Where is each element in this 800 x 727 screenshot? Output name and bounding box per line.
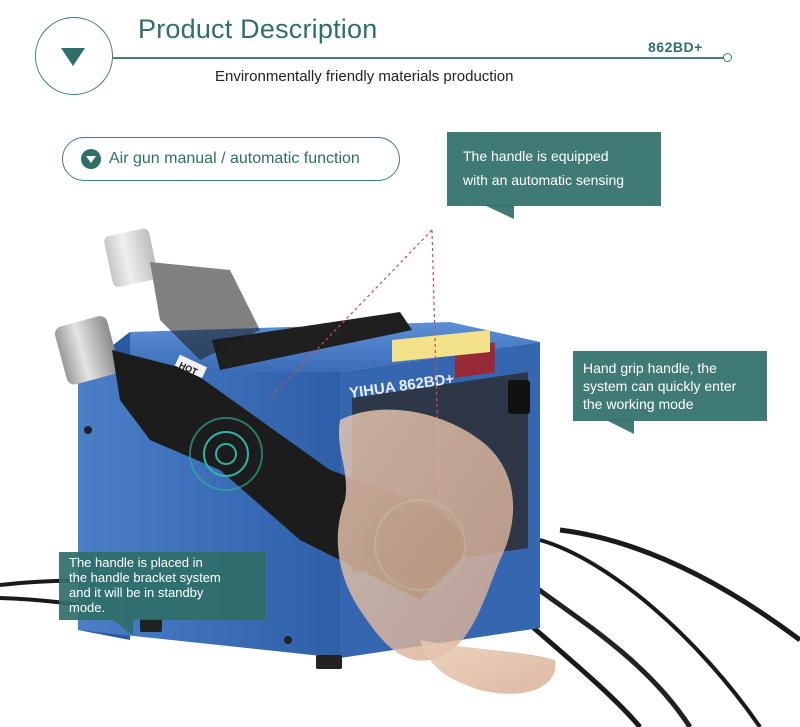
header-rule — [113, 57, 725, 59]
callout-grip-text: Hand grip handle, the system can quickly… — [583, 359, 737, 413]
foot — [316, 655, 342, 669]
power-switch — [508, 380, 530, 414]
callout-grip: Hand grip handle, the system can quickly… — [573, 351, 767, 421]
callout-tail — [484, 205, 514, 219]
chevron-down-icon — [81, 149, 101, 169]
handle-bracket — [212, 312, 412, 370]
header-badge — [35, 17, 113, 95]
cable — [559, 527, 800, 643]
callout-sensing: The handle is equipped with an automatic… — [447, 132, 661, 206]
ghost-air-gun — [104, 228, 260, 360]
hand-thumb — [420, 640, 556, 694]
chevron-down-icon — [61, 48, 85, 66]
station-label — [392, 330, 490, 362]
model-name: 862BD+ — [648, 39, 703, 55]
sensor-line — [269, 229, 433, 399]
page-title: Product Description — [138, 14, 378, 44]
header-rule-end-dot — [723, 53, 732, 62]
callout-tail — [113, 620, 133, 636]
callout-standby-text: The handle is placed in the handle brack… — [69, 555, 221, 615]
feature-pill: Air gun manual / automatic function — [62, 137, 400, 181]
screw — [284, 636, 292, 644]
page-subtitle: Environmentally friendly materials produ… — [215, 68, 514, 85]
callout-standby: The handle is placed in the handle brack… — [59, 552, 266, 620]
foot — [140, 618, 162, 632]
hand — [337, 409, 514, 661]
callout-sensing-text: The handle is equipped with an automatic… — [463, 148, 625, 188]
screw — [84, 426, 92, 434]
feature-pill-label: Air gun manual / automatic function — [109, 150, 360, 167]
callout-tail — [606, 420, 634, 434]
cable — [539, 538, 762, 727]
